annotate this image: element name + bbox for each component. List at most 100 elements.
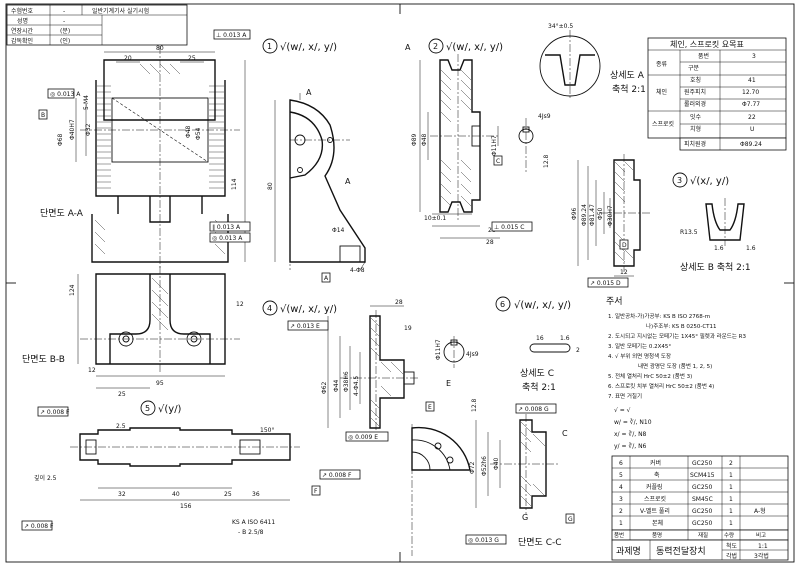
- view-arrow-a-mid: A: [345, 177, 351, 186]
- dim-1.6-detail-b-right: 1.6: [746, 245, 756, 252]
- svg-text:Φ7.77: Φ7.77: [742, 101, 760, 108]
- part6-name: 커버: [650, 459, 661, 467]
- label-section-cc: 단면도 C-C: [518, 537, 562, 548]
- svg-text:6: 6: [619, 460, 623, 467]
- part3-name: 스프로킷: [644, 496, 667, 503]
- info-label-3: 연장시간: [11, 27, 34, 35]
- title-value: 동력전달장치: [656, 545, 706, 557]
- note-5: 5. 전체 열처리 HrC 50±2 (품번 3): [608, 372, 692, 380]
- dim-95: 95: [156, 380, 164, 387]
- part2-pulley: Φ89 Φ48 Φ11H7 10±0.1 26 28 A ⊥ 0.015 C C: [405, 43, 533, 246]
- detail-b: R13.5 1.6 1.6 상세도 B 축척 2:1: [680, 198, 756, 273]
- pulley-hatch: [440, 69, 472, 207]
- svg-text:1: 1: [729, 496, 733, 503]
- label-detail-a-scale: 축척 2:1: [612, 84, 646, 95]
- dim-phi30h7: Φ30H7: [607, 205, 614, 226]
- header-no: 품번: [614, 531, 624, 539]
- svg-text:1: 1: [729, 484, 733, 491]
- info-label-2: 성명: [17, 17, 28, 25]
- dim-phi54: Φ54: [195, 127, 202, 140]
- svg-text:체인: 체인: [656, 88, 667, 96]
- view-arrow-e: E: [446, 379, 451, 388]
- finish-mark-part5: √(y/): [158, 404, 182, 415]
- svg-text:5: 5: [619, 472, 623, 479]
- pulley-keyway-view: 4Js9 12.8: [518, 113, 551, 174]
- svg-text:Φ89.24: Φ89.24: [740, 141, 762, 148]
- gdt-perp-aa: ⊥ 0.013 A: [216, 32, 247, 39]
- dim-phi48: Φ48: [185, 125, 192, 138]
- dim-25-bb: 25: [118, 391, 126, 398]
- detail-c: 16 1.6 2 상세도 C 축척 2:1: [520, 335, 580, 393]
- finish-mark-part2: √(w/, x/, y/): [446, 42, 503, 53]
- coupling-keyway-view: 4Js9 Φ11H7 12.8: [435, 336, 479, 412]
- gdt-runout-shaft-right: ↗ 0.008 F: [322, 472, 352, 479]
- datum-e: E: [428, 404, 432, 411]
- part3-sprocket: Φ96 Φ89.24 Φ81.47 Φ50 Φ30H7 12 ↗ 0.015 D…: [571, 154, 650, 288]
- balloon-part3: 3 √(x/, y/): [672, 172, 729, 188]
- gdt-parallel-aa: ∥ 0.013 A: [212, 224, 241, 231]
- svg-text:잇수: 잇수: [690, 114, 702, 121]
- title-label: 과제명: [616, 546, 641, 557]
- part6-cover: Φ72 Φ52h6 Φ40 ↗ 0.008 G ◎ 0.013 G G G 단면…: [465, 403, 575, 548]
- svg-text:A-형: A-형: [754, 507, 766, 515]
- info-value-1: -: [63, 8, 65, 15]
- dim-phi11h7: Φ11H7: [491, 135, 498, 156]
- info-value-3: (분): [60, 28, 70, 35]
- gdt-coaxial-aa: ◎ 0.013 A: [212, 235, 243, 242]
- dim-4js9-coupling: 4Js9: [466, 351, 479, 358]
- sprocket-table: 체인, 스프로킷 요목표 종류 구분 품번 3 체인 호칭 41 원주피치 12…: [647, 37, 787, 151]
- info-table: 수험번호 - 일반기계기사 실기시험 성명 - 연장시간 (분) 감독확인 (인…: [6, 4, 188, 46]
- finish-mark-part3: √(x/, y/): [690, 176, 729, 187]
- dim-124: 124: [69, 284, 76, 296]
- dim-phi48-pulley: Φ48: [421, 133, 428, 146]
- view-arrow-g: G: [522, 513, 528, 522]
- svg-text:1: 1: [729, 520, 733, 527]
- ks-center-hole: KS A ISO 6411: [232, 519, 275, 526]
- svg-text:5: 5: [145, 404, 150, 413]
- dim-5m4: 5-M4: [83, 95, 90, 110]
- dim-20: 20: [124, 55, 132, 62]
- dim-phi52h6: Φ52h6: [481, 456, 488, 476]
- title-block: 과제명 동력전달장치 척도 1:1 각법 3각법: [611, 539, 789, 561]
- header-rem: 비고: [756, 531, 766, 539]
- dim-16: 16: [536, 335, 544, 342]
- part1-side-view: A A 80 Φ14 4-Φ8 A: [267, 88, 366, 283]
- dim-phi72: Φ72: [469, 461, 476, 474]
- label-detail-a: 상세도 A: [610, 70, 645, 81]
- dim-phi68: Φ68: [57, 133, 64, 146]
- gdt-runout-shaft-bottom: ↗ 0.008 F: [24, 523, 54, 530]
- header-qty: 수량: [724, 532, 734, 539]
- dim-2-c: 2: [576, 347, 580, 354]
- dim-phi81.47: Φ81.47: [589, 204, 596, 226]
- projection-value: 3각법: [754, 552, 769, 560]
- dim-r13.5: R13.5: [680, 229, 698, 236]
- part4-name: 커플링: [646, 483, 663, 491]
- dim-150deg: 150°: [260, 427, 274, 434]
- dim-2.5-shaft: 2.5: [116, 423, 126, 430]
- header-mat: 재질: [698, 531, 708, 539]
- note-6: 6. 스프로킷 치부 열처리 HrC 50±2 (품번 4): [608, 382, 714, 390]
- finish-mark-part4: √(w/, x/, y/): [280, 304, 337, 315]
- balloon-part2: 2 √(w/, x/, y/): [428, 38, 503, 54]
- svg-text:4: 4: [619, 484, 623, 491]
- part5-shaft: 156 32 40 25 36 2.5 150° 깊이 2.5 KS A ISO…: [21, 406, 361, 536]
- gdt-runout-coupling: ↗ 0.013 E: [290, 323, 320, 330]
- detail-a: 34°±0.5 상세도 A 축척 2:1: [539, 23, 646, 100]
- label-section-bb: 단면도 B-B: [22, 354, 65, 365]
- svg-text:구분: 구분: [688, 65, 700, 72]
- dim-25: 25: [188, 55, 196, 62]
- part4-coupling: 28 Φ62 Φ44 Φ38H6 4-Φ4.5 19 ↗ 0.013 E ◎ 0…: [287, 299, 451, 442]
- info-value-4: (인): [60, 38, 70, 45]
- dim-32: 32: [118, 491, 126, 498]
- note-3: 3. 일반 모떼기는 0.2X45°: [608, 342, 671, 350]
- coupling-hatch: [370, 317, 404, 427]
- balloon-part1: 1 √(w/, x/, y/): [262, 38, 337, 54]
- svg-text:1: 1: [619, 520, 623, 527]
- dim-phi11h7-coupling: Φ11H7: [435, 339, 442, 360]
- projection-label: 각법: [726, 552, 737, 560]
- roughness-4: y/ = ∛/, N6: [614, 442, 647, 450]
- dim-1.6-c: 1.6: [560, 335, 570, 342]
- note-1: 1. 일반공차-가)가공부: KS B ISO 2768-m: [608, 312, 710, 320]
- dim-80-side: 80: [267, 182, 274, 190]
